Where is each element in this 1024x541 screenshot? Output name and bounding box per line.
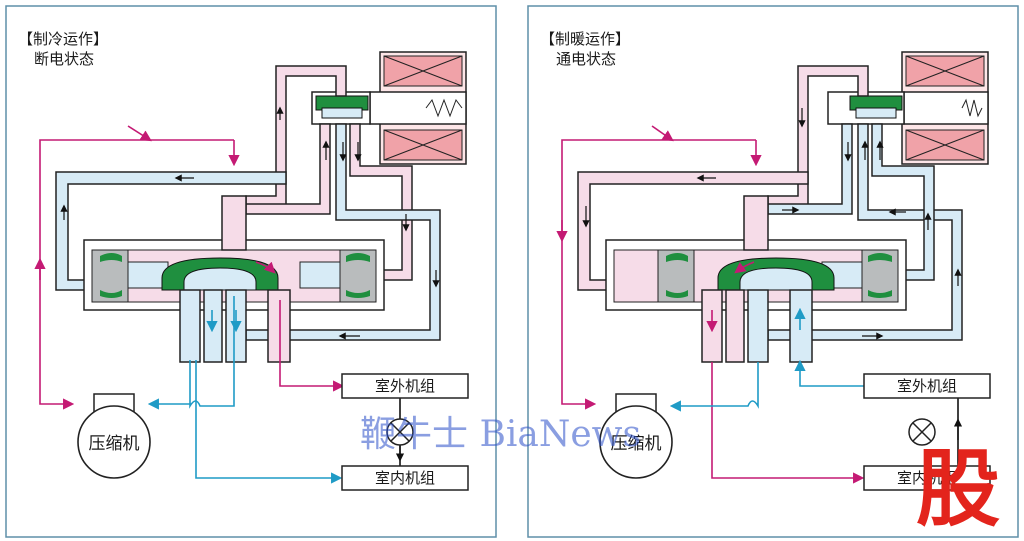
outdoor-unit-box: 室外机组 (341, 373, 469, 399)
pilot-valve (827, 91, 905, 125)
compressor-label: 压缩机 (611, 434, 662, 454)
indoor-unit-box: 室内机组 (341, 465, 469, 491)
pilot-valve (311, 91, 371, 125)
panel-subtitle: 断电状态 (34, 50, 94, 68)
svg-text:室内机组: 室内机组 (375, 469, 435, 487)
panel-title: 【制暖运作】 (540, 30, 630, 48)
solenoid-coil (901, 51, 989, 165)
expansion-valve (386, 418, 414, 446)
svg-text:室外机组: 室外机组 (375, 377, 435, 395)
cooling-panel: 【制冷运作】 断电状态 (5, 5, 497, 538)
svg-text:室外机组: 室外机组 (897, 377, 957, 395)
compressor-label: 压缩机 (89, 434, 140, 454)
flow-lines (556, 108, 963, 484)
solenoid-coil (369, 51, 467, 165)
indoor-unit-box: 室内机组 (863, 465, 991, 491)
watermark-logo: 股 (916, 440, 1000, 538)
heating-panel: 【制暖运作】 通电状态 (527, 5, 1019, 538)
watermark-text: 鞭牛士 BiaNews (360, 414, 641, 455)
svg-text:室内机组: 室内机组 (897, 469, 957, 487)
panel-title: 【制冷运作】 (18, 30, 108, 48)
flow-lines (34, 106, 440, 484)
compressor: 压缩机 (599, 393, 673, 479)
expansion-valve (908, 418, 936, 446)
outdoor-unit-box: 室外机组 (863, 373, 991, 399)
panel-subtitle: 通电状态 (556, 50, 616, 68)
compressor: 压缩机 (77, 393, 151, 479)
